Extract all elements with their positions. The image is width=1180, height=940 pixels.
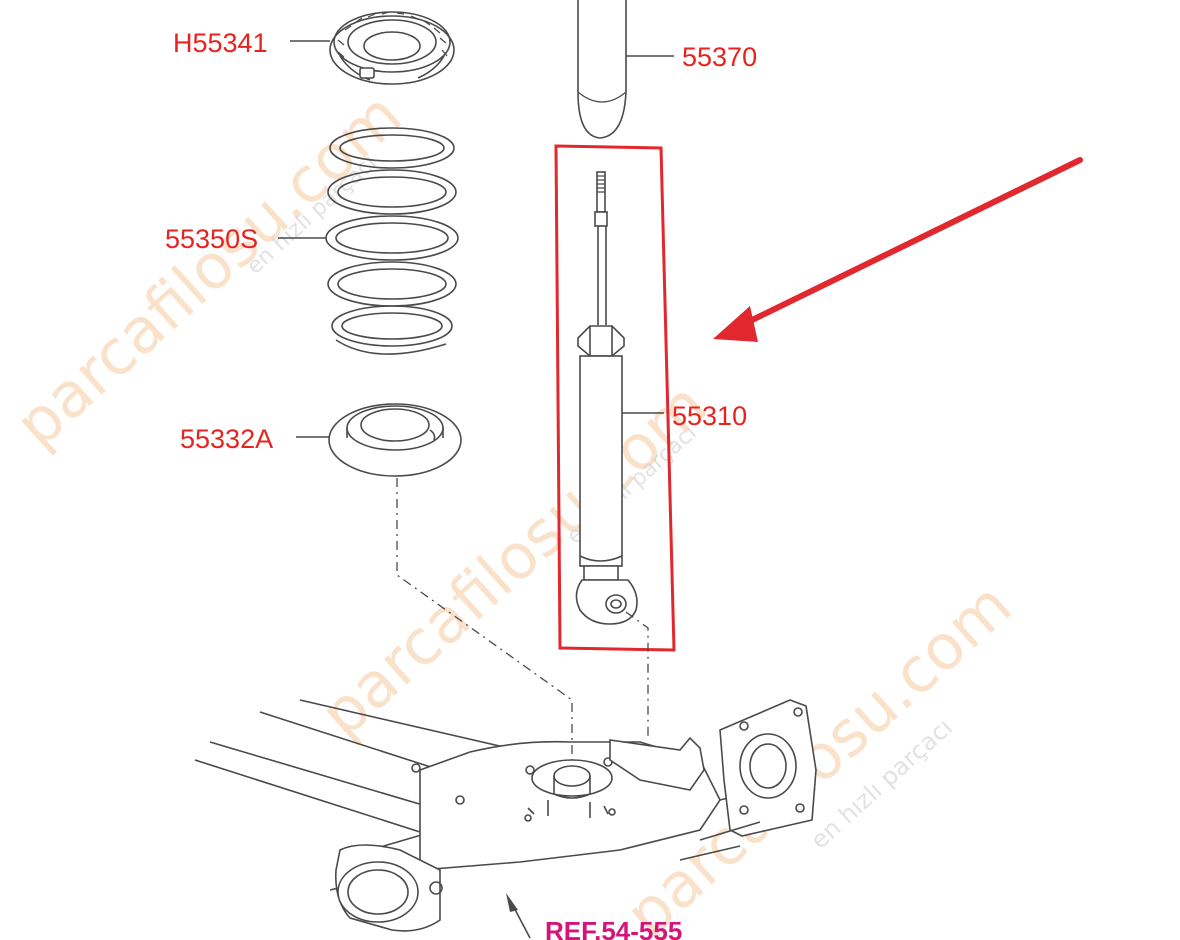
rear-axle-beam xyxy=(194,699,817,932)
watermark-brand-1: parcafilosu.com xyxy=(1,78,415,461)
spring-centerline xyxy=(396,478,573,760)
leader-lines xyxy=(278,40,674,939)
coil-spring xyxy=(325,127,459,355)
upper-spring-seat xyxy=(329,11,455,85)
label-lower-pad: 55332A xyxy=(180,424,273,454)
shock-absorber xyxy=(575,171,638,625)
label-upper-seat: H55341 xyxy=(173,28,268,58)
pointer-arrow xyxy=(713,157,1083,342)
dust-cover xyxy=(577,0,627,139)
label-reference: REF.54-555 xyxy=(545,916,682,940)
lower-spring-pad xyxy=(328,403,462,477)
label-shock-absorber: 55310 xyxy=(672,401,747,431)
highlight-box xyxy=(554,144,676,652)
label-coil-spring: 55350S xyxy=(165,224,258,254)
shock-centerline xyxy=(625,611,649,740)
label-dust-cover: 55370 xyxy=(682,42,757,72)
